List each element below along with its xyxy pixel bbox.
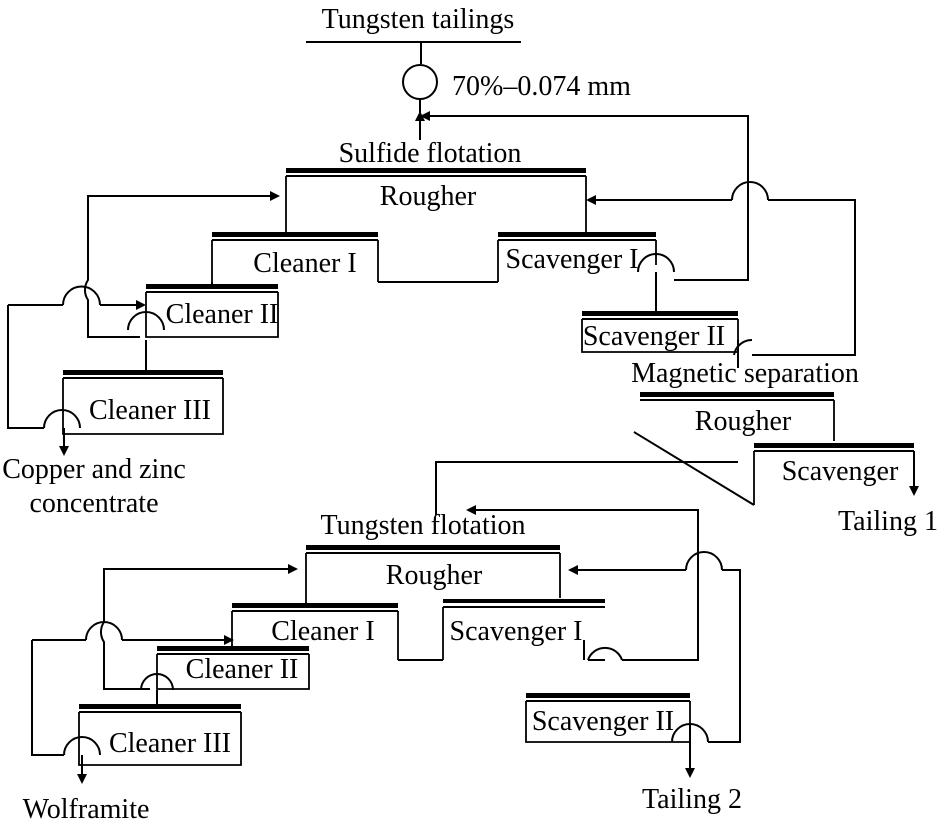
- tungsten-cleaner1-label: Cleaner I: [271, 616, 374, 647]
- tungsten-cleaner3-label: Cleaner III: [109, 728, 231, 759]
- sulfide-rougher-label: Rougher: [380, 181, 477, 212]
- magnetic-chute: [633, 431, 755, 506]
- magnetic-scavenger-cell: Scavenger: [753, 443, 914, 505]
- tungsten-cleaner2-label: Cleaner II: [186, 654, 299, 685]
- arrow-left-icon: [568, 565, 578, 575]
- sulfide-cleaner1-label: Cleaner I: [253, 248, 356, 279]
- sulfide-cleaner1-cell: Cleaner I: [211, 232, 379, 282]
- feed-label: Tungsten tailings: [322, 4, 515, 35]
- sulfide-cleaner2-cell: Cleaner II: [145, 284, 279, 338]
- sulfide-flotation-title: Sulfide flotation: [339, 138, 522, 169]
- arrow-right-icon: [288, 564, 298, 574]
- tailing2-label: Tailing 2: [642, 784, 742, 815]
- arrow-right-icon: [136, 300, 146, 310]
- tailing1-label: Tailing 1: [838, 506, 938, 537]
- tungsten-rougher-cell: Rougher: [305, 545, 561, 605]
- arrow-left-icon: [420, 111, 430, 121]
- magnetic-separation-circuit: Magnetic separation Rougher Scavenger Ta…: [435, 358, 938, 537]
- sulfide-scavenger2-cell: Scavenger II: [581, 311, 739, 353]
- arrow-right-icon: [270, 191, 280, 201]
- sulfide-flow-lines: [7, 111, 856, 456]
- tungsten-flotation-circuit: Tungsten flotation Rougher Cleaner I Sca…: [23, 505, 742, 825]
- sulfide-cleaner2-label: Cleaner II: [166, 299, 279, 330]
- copper-zinc-concentrate-line2: concentrate: [29, 488, 158, 519]
- arrow-down-icon: [685, 768, 695, 778]
- grinding-mill-icon: [402, 64, 438, 100]
- arrow-right-icon: [224, 635, 234, 645]
- tungsten-scavenger2-cell: Scavenger II: [525, 693, 691, 743]
- tungsten-flow-lines: [31, 505, 741, 784]
- tungsten-cleaner3-cell: Cleaner III: [78, 704, 242, 766]
- tungsten-scavenger1-label: Scavenger I: [450, 616, 583, 647]
- tungsten-scavenger1-cell: Scavenger I: [442, 599, 605, 660]
- sulfide-cleaner3-label: Cleaner III: [89, 395, 211, 426]
- copper-zinc-concentrate-line1: Copper and zinc: [2, 454, 186, 485]
- sulfide-cleaner3-cell: Cleaner III: [62, 370, 224, 435]
- sulfide-rougher-cell: Rougher: [285, 168, 587, 232]
- arrow-down-icon: [77, 774, 87, 784]
- arrow-left-icon: [466, 505, 476, 515]
- magnetic-rougher-cell: Rougher: [640, 392, 835, 441]
- sulfide-scavenger2-label: Scavenger II: [583, 321, 725, 352]
- tungsten-cleaner2-cell: Cleaner II: [156, 646, 310, 690]
- magnetic-scavenger-label: Scavenger: [782, 456, 899, 487]
- arrow-left-icon: [586, 195, 596, 205]
- sulfide-flotation-circuit: Sulfide flotation Rougher Cleaner I Scav…: [2, 111, 856, 519]
- feed-section: Tungsten tailings 70%–0.074 mm: [306, 4, 631, 140]
- tungsten-scavenger2-label: Scavenger II: [532, 706, 674, 737]
- tungsten-rougher-label: Rougher: [386, 560, 483, 591]
- sulfide-scavenger1-cell: Scavenger I: [497, 232, 657, 282]
- magnetic-rougher-label: Rougher: [695, 406, 792, 437]
- wolframite-label: Wolframite: [23, 794, 150, 825]
- grind-size-label: 70%–0.074 mm: [452, 71, 631, 102]
- sulfide-scavenger1-label: Scavenger I: [506, 244, 639, 275]
- arrow-down-icon: [909, 486, 919, 496]
- arrow-down-icon: [59, 446, 69, 456]
- tungsten-cleaner1-cell: Cleaner I: [231, 603, 399, 660]
- tungsten-flotation-title: Tungsten flotation: [320, 510, 525, 541]
- magnetic-separation-title: Magnetic separation: [631, 358, 859, 389]
